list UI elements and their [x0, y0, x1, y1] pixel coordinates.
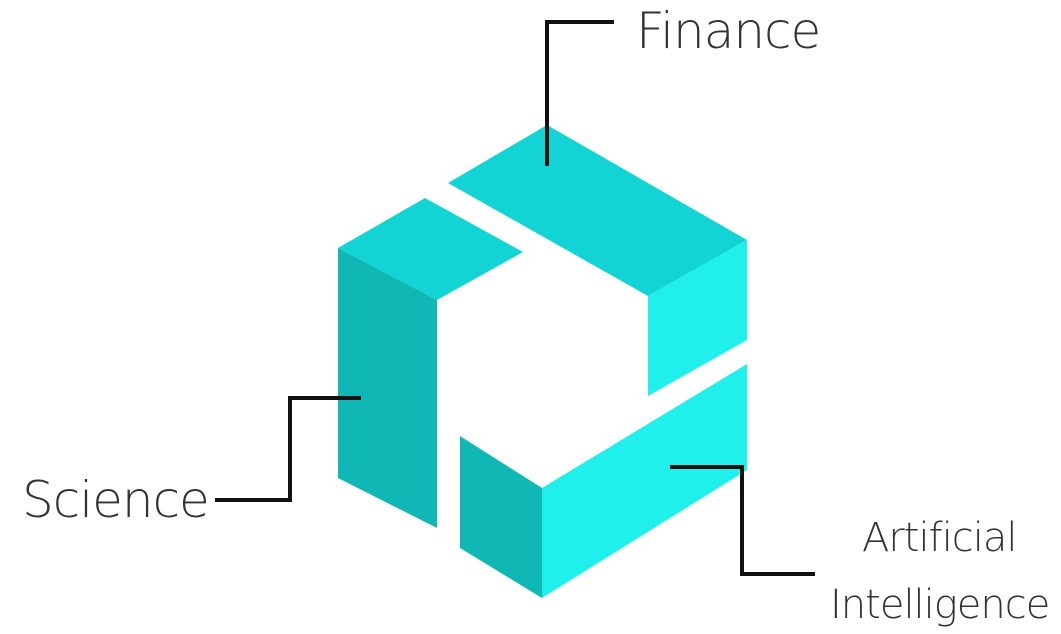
- ai-label-line1: Artificial: [862, 515, 1017, 561]
- finance-segment: [448, 125, 747, 396]
- ai-leader-line: [670, 465, 815, 576]
- science-segment: [338, 198, 523, 528]
- ai-label-line2: Intelligence: [830, 582, 1049, 628]
- science-leader-line: [215, 396, 361, 502]
- finance-label: Finance: [636, 2, 820, 60]
- finance-top-face: [448, 125, 747, 296]
- finance-right-face: [648, 240, 747, 396]
- science-top-face: [338, 198, 523, 300]
- finance-leader-line: [545, 20, 614, 166]
- science-left-face: [338, 248, 437, 528]
- ai-right-face: [542, 364, 747, 598]
- ai-segment: [460, 364, 747, 598]
- ai-left-face: [460, 436, 542, 598]
- science-label: Science: [22, 471, 209, 529]
